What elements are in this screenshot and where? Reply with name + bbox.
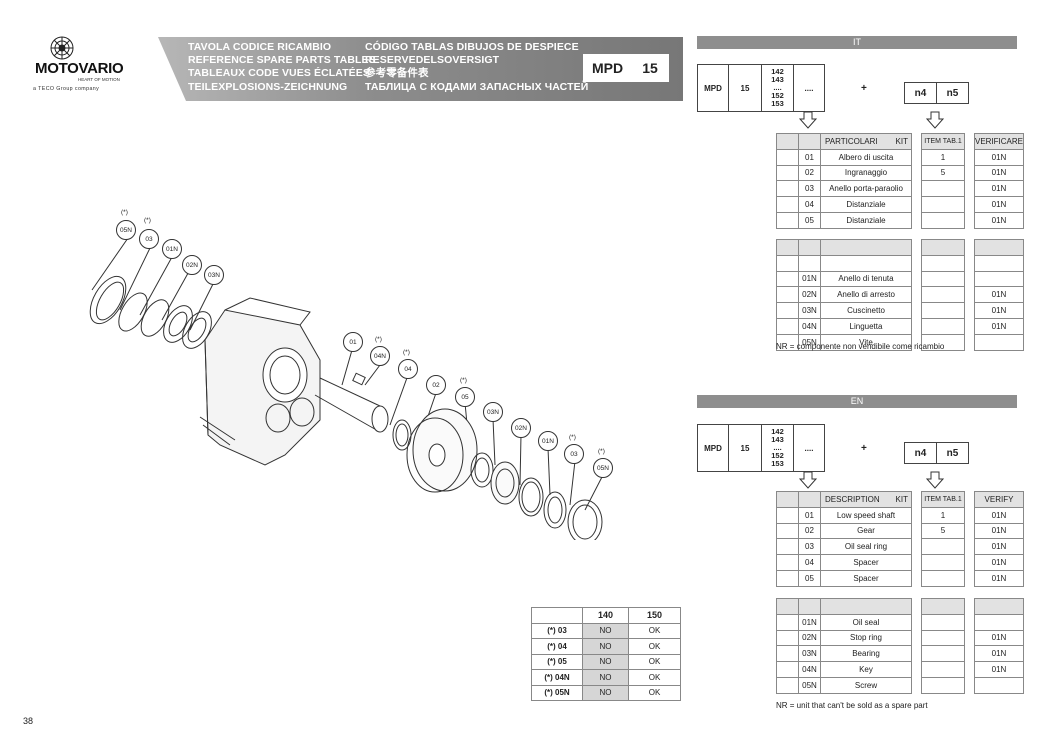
callout: 04N bbox=[370, 346, 390, 366]
callout-star: (*) bbox=[403, 349, 410, 356]
header-model: MPD bbox=[583, 54, 632, 82]
callout: 01N bbox=[162, 239, 182, 259]
note-it: NR = componente non vendibile come ricam… bbox=[776, 342, 945, 351]
callout: 04 bbox=[398, 359, 418, 379]
callout-star: (*) bbox=[598, 448, 605, 455]
callout: 05N bbox=[116, 220, 136, 240]
callout: 01N bbox=[538, 431, 558, 451]
arrow-down-icon bbox=[799, 471, 817, 489]
callout: 03N bbox=[204, 265, 224, 285]
callout: 02N bbox=[182, 255, 202, 275]
arrow-down-icon bbox=[926, 471, 944, 489]
callout: 03 bbox=[564, 444, 584, 464]
callout-star: (*) bbox=[569, 434, 576, 441]
callout: 03 bbox=[139, 229, 159, 249]
arrow-down-icon bbox=[926, 111, 944, 129]
callout: 05 bbox=[455, 387, 475, 407]
callout: 02N bbox=[511, 418, 531, 438]
brand-group: a TECO Group company bbox=[33, 86, 100, 92]
brand-name: MOTOVARIO bbox=[35, 60, 124, 77]
section-bar-it: IT bbox=[697, 36, 1017, 49]
callout-star: (*) bbox=[121, 209, 128, 216]
callout: 01 bbox=[343, 332, 363, 352]
page-number: 38 bbox=[23, 716, 34, 726]
callout: 02 bbox=[426, 375, 446, 395]
header-size: 15 bbox=[631, 54, 669, 82]
plus-sign: + bbox=[861, 83, 867, 94]
arrow-down-icon bbox=[799, 111, 817, 129]
section-bar-en: EN bbox=[697, 395, 1017, 408]
callout-star: (*) bbox=[460, 377, 467, 384]
callout-star: (*) bbox=[144, 217, 151, 224]
mandala-icon bbox=[50, 36, 74, 60]
callout: 05N bbox=[593, 458, 613, 478]
note-en: NR = unit that can't be sold as a spare … bbox=[776, 701, 928, 710]
callout: 03N bbox=[483, 402, 503, 422]
callout-star: (*) bbox=[375, 336, 382, 343]
plus-sign: + bbox=[861, 443, 867, 454]
brand-tagline: HEART OF MOTION bbox=[78, 77, 120, 82]
exploded-view-diagram bbox=[89, 237, 604, 540]
